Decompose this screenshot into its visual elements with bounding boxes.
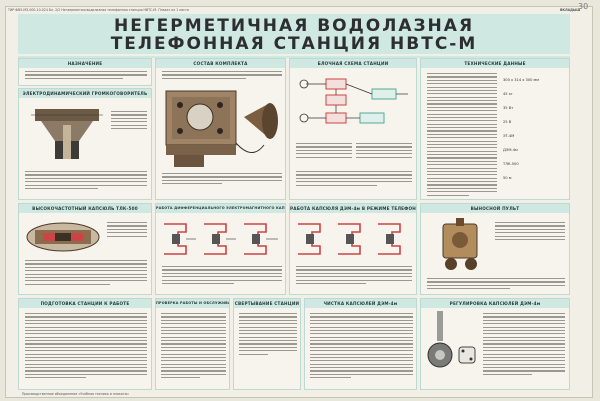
panel-adjustment-heading: РЕГУЛИРОВКА КАПСЮЛЕЙ ДЭМ-4м [421,299,569,308]
tech-value: ЭТ-4М [503,134,515,138]
speaker-legend [111,111,147,131]
adjustment-tool-illustration [427,311,476,368]
check-text [161,313,226,381]
tech-value: 45 кг [503,92,513,96]
speaker-diagram [31,109,103,159]
panel-microphone-mode-heading: РАБОТА ДИФФЕРЕНЦИАЛЬНОГО ЭЛЕКТРОМАГНИТНО… [156,204,285,213]
panel-cleaning: ЧИСТКА КАПСЮЛЕЙ ДЭМ-4м [304,298,417,390]
panel-hf-capsule: ВЫСОКОЧАСТОТНЫЙ КАПСЮЛЬ ТЛК-500 [18,203,152,295]
microphone-mode-diagram [164,223,278,255]
panel-block-diagram-heading: БЛОЧНАЯ СХЕМА СТАНЦИИ [290,59,416,68]
panel-purpose: НАЗНАЧЕНИЕ [18,58,152,86]
panel-preparation-heading: ПОДГОТОВКА СТАНЦИИ К РАБОТЕ [19,299,151,308]
adjustment-text [483,313,565,377]
tech-value: ДЭМ-4м [503,148,518,152]
poster-title-line-2: ТЕЛЕФОННАЯ СТАНЦИЯ НВТС-М [110,34,478,54]
cleaning-text [310,313,413,381]
panel-remote-unit: ВЫНОСНОЙ ПУЛЬТ [420,203,570,295]
panel-check: ПРОВЕРКА РАБОТЫ И ОБСЛУЖИВАНИЕ СТАНЦИИ [155,298,230,390]
panel-telephone-mode: РАБОТА КАПСЮЛЯ ДЭМ-4м В РЕЖИМЕ ТЕЛЕФОНА [289,203,417,295]
panel-preparation: ПОДГОТОВКА СТАНЦИИ К РАБОТЕ [18,298,152,390]
panel-microphone-mode: РАБОТА ДИФФЕРЕНЦИАЛЬНОГО ЭЛЕКТРОМАГНИТНО… [155,203,286,295]
poster-title-line-1: НЕГЕРМЕТИЧНАЯ ВОДОЛАЗНАЯ [113,16,475,36]
tech-params [427,73,497,198]
panel-tech-data-heading: ТЕХНИЧЕСКИЕ ДАННЫЕ [421,59,569,68]
block-legend-right [356,143,412,160]
corner-code: ВКЛАДЫШ [560,8,581,12]
remote-unit-legend [495,222,565,242]
speaker-text [25,171,147,191]
telephone-mode-diagram [298,223,401,255]
remote-unit-text [427,278,565,292]
panel-shutdown: СВЕРТЫВАНИЕ СТАНЦИИ [233,298,301,390]
hf-capsule-text [25,260,147,287]
remote-unit-illustration [442,218,478,270]
hf-capsule-legend [107,222,147,239]
composition-list [162,71,282,81]
panel-composition: СОСТАВ КОМПЛЕКТА [155,58,286,200]
title-divider [18,56,570,58]
panel-composition-heading: СОСТАВ КОМПЛЕКТА [156,59,285,68]
panel-check-heading: ПРОВЕРКА РАБОТЫ И ОБСЛУЖИВАНИЕ СТАНЦИИ [156,299,229,308]
telephone-mode-text [296,266,412,286]
tech-value: ТЛК-500 [503,162,519,166]
tech-value: 50 м [503,176,512,180]
microphone-mode-text [162,266,282,286]
panel-remote-unit-heading: ВЫНОСНОЙ ПУЛЬТ [421,204,569,213]
panel-speaker: ЭЛЕКТРОДИНАМИЧЕСКИЙ ГРОМКОГОВОРИТЕЛЬ [18,88,152,200]
tech-values-column: 300 х 314 х 300 мм 45 кг 35 Вт 25 В ЭТ-4… [503,73,567,185]
tech-value: 35 Вт [503,106,514,110]
panel-telephone-mode-heading: РАБОТА КАПСЮЛЯ ДЭМ-4м В РЕЖИМЕ ТЕЛЕФОНА [290,204,416,213]
panel-adjustment: РЕГУЛИРОВКА КАПСЮЛЕЙ ДЭМ-4м [420,298,570,390]
block-legend-left [296,143,352,160]
hf-capsule-diagram [26,222,100,252]
composition-caption [162,173,282,187]
shutdown-text [239,313,297,357]
panel-hf-capsule-heading: ВЫСОКОЧАСТОТНЫЙ КАПСЮЛЬ ТЛК-500 [19,204,151,213]
page-number: 30 [578,2,589,11]
panel-tech-data: ТЕХНИЧЕСКИЕ ДАННЫЕ 300 х 314 х 300 мм 45… [420,58,570,200]
tech-value: 25 В [503,120,512,124]
panel-block-diagram: БЛОЧНАЯ СХЕМА СТАНЦИИ [289,58,417,200]
panel-cleaning-heading: ЧИСТКА КАПСЮЛЕЙ ДЭМ-4м [305,299,416,308]
station-set-illustration [165,90,278,167]
block-diagram [299,78,408,124]
block-text [296,171,412,188]
panel-purpose-heading: НАЗНАЧЕНИЕ [19,59,151,68]
panel-shutdown-heading: СВЕРТЫВАНИЕ СТАНЦИИ [234,299,300,308]
preparation-text [25,313,147,381]
meta-line: ТИР ФВ5-МЗ-000-10-024 Бл. 2/2 Негаермитн… [8,8,189,12]
tech-value: 300 х 314 х 300 мм [503,78,539,82]
panel-speaker-heading: ЭЛЕКТРОДИНАМИЧЕСКИЙ ГРОМКОГОВОРИТЕЛЬ [19,89,151,98]
title-band: НЕГЕРМЕТИЧНАЯ ВОДОЛАЗНАЯ ТЕЛЕФОННАЯ СТАН… [18,14,570,54]
purpose-text [25,71,147,81]
footer-note: Производственное объединение «Учебная те… [22,392,130,396]
